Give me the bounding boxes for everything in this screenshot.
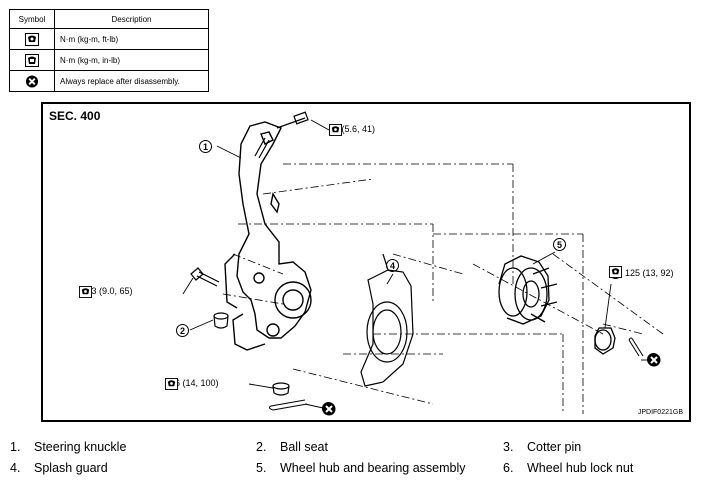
part-name: Cotter pin: [527, 440, 582, 454]
legend-symbol-cell: [9, 28, 55, 50]
part-name: Wheel hub and bearing assembly: [280, 461, 466, 475]
replace-x-icon: [647, 353, 661, 367]
callout-number: 5: [553, 238, 566, 251]
torque-callout-125: 6 125 (13, 92): [609, 266, 674, 279]
callout-2: 2: [176, 324, 189, 337]
legend-header-symbol: Symbol: [9, 9, 55, 29]
part-number: 3.: [503, 440, 514, 454]
callout-number: 4: [386, 259, 399, 272]
legend-description: N·m (kg-m, ft-lb): [54, 28, 209, 50]
replace-x-icon: [322, 402, 336, 416]
part-number: 6.: [503, 461, 514, 475]
legend-symbol-cell: [9, 49, 55, 71]
torque-wrench-icon: [329, 124, 342, 136]
right-cotter-pin-drawing: [628, 337, 644, 357]
part-number: 4.: [10, 461, 21, 475]
torque-wrench-icon: [165, 378, 178, 390]
list-item: 4. Splash guard: [10, 461, 108, 475]
wheel-hub-drawing: [498, 255, 558, 325]
lower-cotter-pin-drawing: [268, 399, 308, 411]
part-name: Splash guard: [34, 461, 108, 475]
ball-seat-drawing: [213, 312, 229, 329]
torque-wrench-icon: [25, 32, 39, 46]
leader-lines: [182, 119, 649, 409]
replace-x-icon: [25, 74, 39, 88]
symbol-legend: Symbol Description N·m (kg-m, ft-lb) N·m…: [9, 9, 209, 92]
callout-5: 5: [553, 238, 566, 251]
lock-nut-drawing: [594, 327, 616, 355]
diagram-drawing: [182, 111, 664, 414]
lower-nut-drawing: [272, 382, 290, 396]
legend-description: N·m (kg-m, in-lb): [54, 49, 209, 71]
exploded-diagram: SEC. 400 1 55 (5.6, 41) 88.3 (9.0, 65) 2: [41, 102, 691, 422]
torque-callout-88: 88.3 (9.0, 65): [79, 286, 133, 298]
top-bolt-drawing: [254, 111, 309, 159]
list-item: 2. Ball seat: [256, 440, 328, 454]
part-name: Wheel hub lock nut: [527, 461, 634, 475]
legend-symbol-cell: [9, 70, 55, 92]
figure-code: JPDIF0221GB: [637, 409, 683, 416]
part-number: 5.: [256, 461, 267, 475]
list-item: 1. Steering knuckle: [10, 440, 126, 454]
callout-number: 1: [199, 140, 212, 153]
callout-1: 1: [199, 140, 212, 153]
alignment-lines: [222, 163, 664, 414]
section-title: SEC. 400: [49, 109, 101, 123]
torque-wrench-icon: [609, 266, 622, 278]
callout-3-right: 3: [647, 353, 661, 367]
part-name: Steering knuckle: [34, 440, 127, 454]
steering-knuckle-drawing: [224, 121, 312, 351]
list-item: 5. Wheel hub and bearing assembly: [256, 461, 466, 475]
torque-value: 136 (14, 100): [165, 378, 219, 388]
torque-value: 125 (13, 92): [625, 267, 674, 278]
callout-4: 4: [386, 259, 399, 272]
callout-number: 2: [176, 324, 189, 337]
torque-wrench-inlb-icon: [25, 53, 39, 67]
legend-header-description: Description: [54, 9, 209, 29]
splash-guard-drawing: [360, 253, 414, 387]
list-item: 6. Wheel hub lock nut: [503, 461, 633, 475]
callout-3-lower: 3: [322, 402, 336, 416]
part-number: 2.: [256, 440, 267, 454]
legend-description: Always replace after disassembly.: [54, 70, 209, 92]
torque-value: 55 (5.6, 41): [329, 124, 376, 134]
torque-callout-136: 136 (14, 100): [165, 378, 219, 390]
part-number: 1.: [10, 440, 21, 454]
torque-callout-55: 55 (5.6, 41): [329, 124, 376, 136]
side-bolt-drawing: [190, 267, 220, 287]
list-item: 3. Cotter pin: [503, 440, 581, 454]
torque-value: 88.3 (9.0, 65): [79, 286, 133, 296]
part-name: Ball seat: [280, 440, 328, 454]
torque-wrench-icon: [79, 286, 92, 298]
